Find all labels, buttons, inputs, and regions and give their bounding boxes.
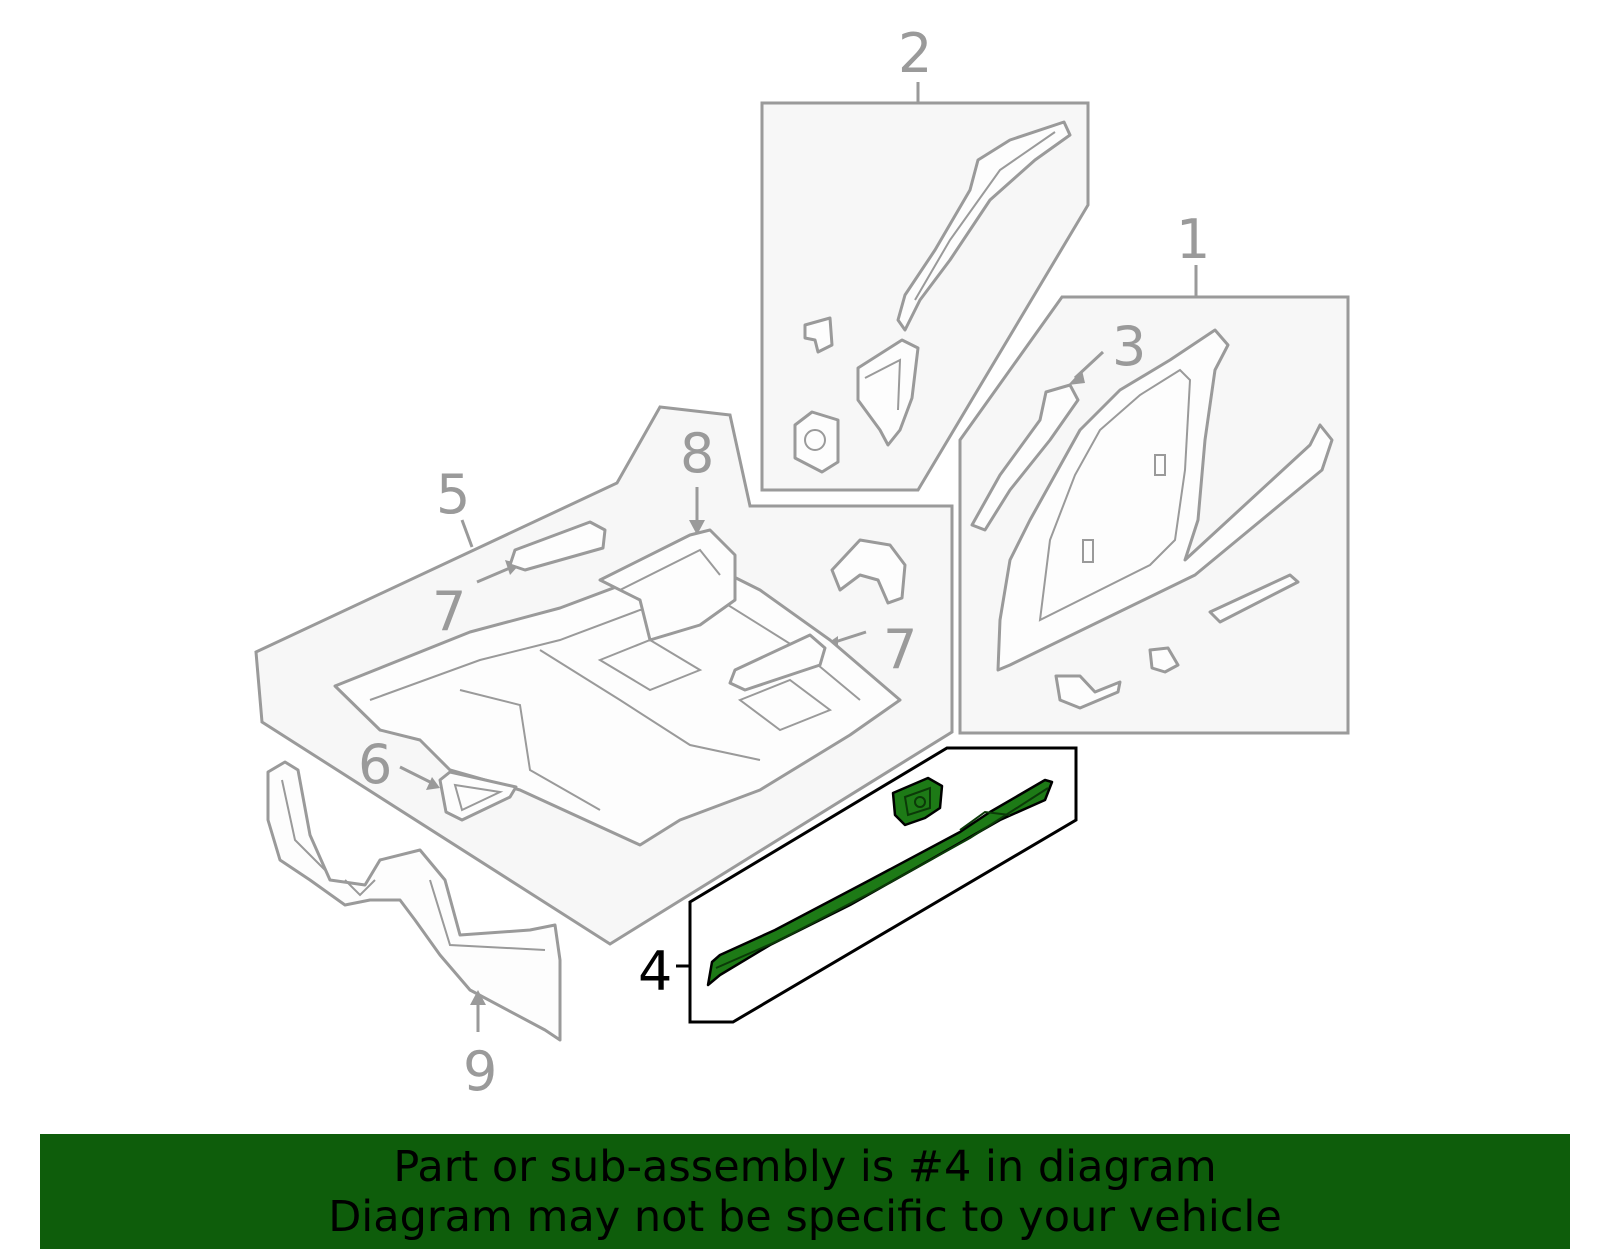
- callout-9: 9: [463, 1040, 497, 1103]
- part-9-group: 9: [266, 760, 562, 1103]
- part-8-crossmember: [598, 528, 737, 642]
- part-small-clip: [1148, 646, 1180, 674]
- part-3-pillar: [970, 383, 1080, 532]
- callout-1: 1: [1176, 208, 1210, 271]
- callout-6: 6: [358, 733, 392, 796]
- part-small-bracket: [803, 316, 834, 354]
- part-4-rocker-panel: [706, 778, 1054, 987]
- callout-8: 8: [680, 422, 714, 485]
- part-7-bracket-right: [728, 633, 827, 692]
- part-6-gusset: [438, 770, 518, 822]
- banner-line-1: Part or sub-assembly is #4 in diagram: [393, 1141, 1217, 1192]
- panel-1: 1 3: [958, 208, 1350, 735]
- part-pillar-upper: [896, 120, 1072, 332]
- callout-3: 3: [1112, 315, 1146, 378]
- part-body-side-frame: [996, 328, 1334, 672]
- notice-banner: Part or sub-assembly is #4 in diagram Di…: [40, 1134, 1570, 1249]
- callout-7b: 7: [883, 618, 917, 681]
- callout-2: 2: [898, 22, 932, 85]
- part-9-rear-panel: [266, 760, 562, 1042]
- banner-line-2: Diagram may not be specific to your vehi…: [328, 1191, 1282, 1242]
- panel-2: 2: [760, 22, 1090, 492]
- callout-5: 5: [436, 463, 470, 526]
- panel-4: 4: [638, 746, 1078, 1024]
- part-pillar-base: [856, 338, 920, 447]
- part-sill-bracket: [1208, 573, 1300, 624]
- part-rear-bracket: [830, 538, 907, 605]
- panel-5: 5 8 7 7 6: [254, 405, 954, 946]
- part-box-bracket: [793, 410, 840, 474]
- part-7-bracket-left: [508, 520, 607, 572]
- part-lower-bracket: [1054, 674, 1122, 710]
- callout-4: 4: [638, 940, 672, 1003]
- callout-7a: 7: [432, 580, 466, 643]
